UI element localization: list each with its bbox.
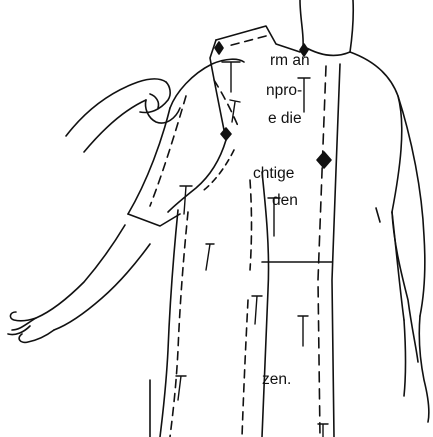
bodice-pattern-piece <box>168 26 340 437</box>
lowered-arm-hand <box>8 225 150 342</box>
right-arm <box>376 96 429 422</box>
raised-arm-hand <box>66 79 180 152</box>
grain-line-markers <box>176 62 328 437</box>
match-mark-diamonds <box>215 42 331 168</box>
sleeve-pattern-piece <box>128 59 244 226</box>
